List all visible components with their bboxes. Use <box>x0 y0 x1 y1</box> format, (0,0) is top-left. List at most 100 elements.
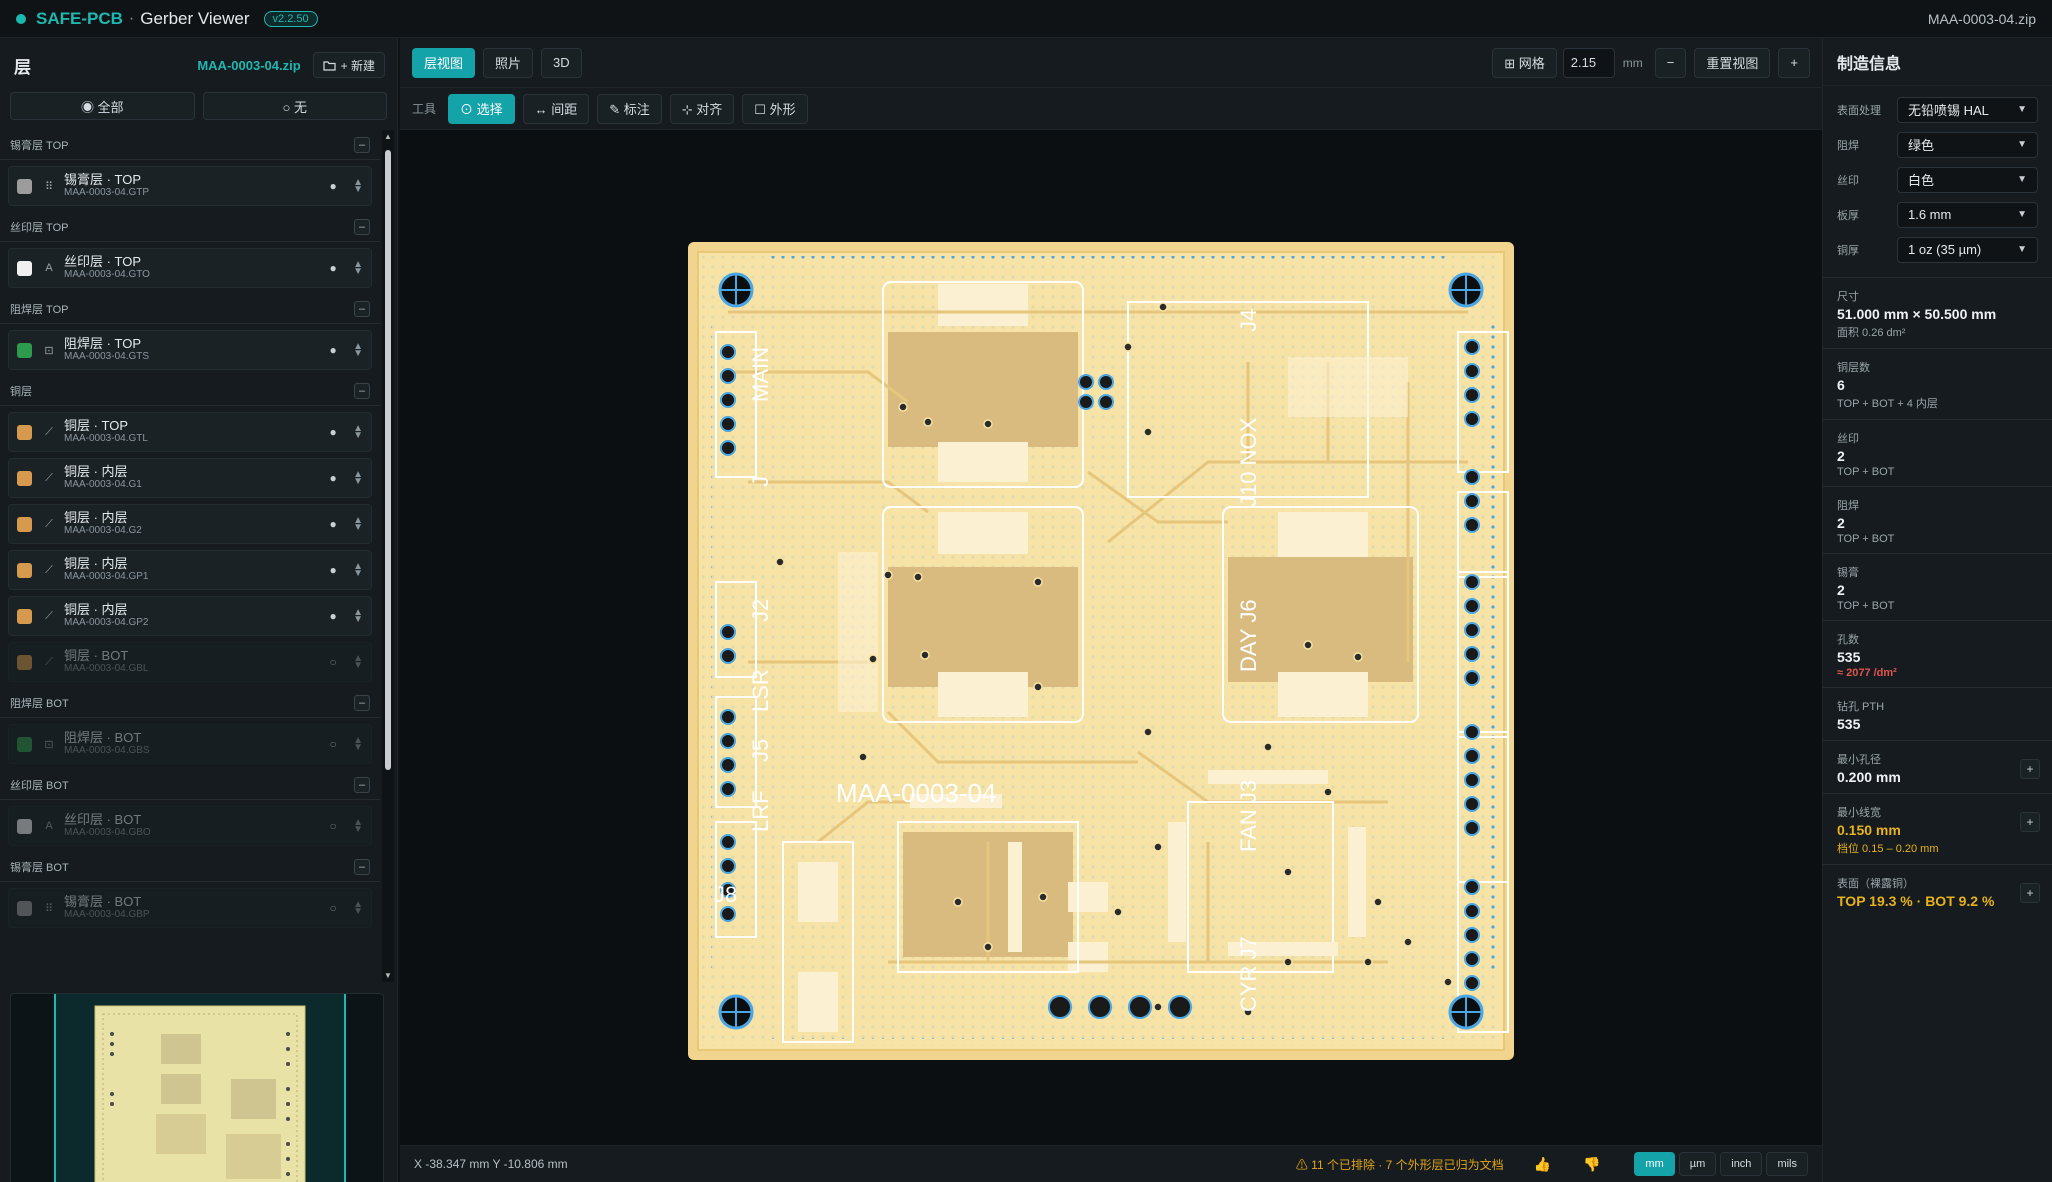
layer-reorder-handle-icon[interactable]: ▲▼ <box>353 177 363 195</box>
tool-align-button[interactable]: ⊹ 对齐 <box>669 93 735 124</box>
pcb-canvas[interactable]: MAA-0003-04 MAIN J4 J10 NOX DAY J6 FAN J… <box>400 130 1822 1145</box>
unit-inch-button[interactable]: inch <box>1720 1152 1763 1176</box>
layer-color-swatch[interactable] <box>17 516 32 532</box>
layer-color-swatch[interactable] <box>17 562 32 578</box>
stat-pth: 钻孔 PTH 535 <box>1823 688 2052 741</box>
layer-color-swatch[interactable] <box>17 470 32 486</box>
tool-outline-button[interactable]: ☐ 外形 <box>742 93 808 124</box>
collapse-group-button[interactable]: – <box>354 858 370 875</box>
layer-reorder-handle-icon[interactable]: ▲▼ <box>353 817 363 835</box>
new-project-button[interactable]: + 新建 <box>312 52 385 78</box>
layer-color-swatch[interactable] <box>17 178 32 194</box>
feedback-icons[interactable]: 👍 👎 <box>1533 1155 1615 1172</box>
layer-color-swatch[interactable] <box>17 736 32 752</box>
layer-visibility-toggle[interactable]: ○ <box>329 737 337 751</box>
scrollbar-thumb[interactable] <box>385 150 391 770</box>
stat-silk-detail: TOP + BOT <box>1837 466 1895 478</box>
layer-reorder-handle-icon[interactable]: ▲▼ <box>353 561 363 579</box>
layer-color-swatch[interactable] <box>17 654 32 670</box>
expand-surface-button[interactable]: + <box>2020 883 2040 903</box>
layer-color-swatch[interactable] <box>17 424 32 440</box>
exclusion-warning[interactable]: ⚠ 11 个已排除 · 7 个外形层已归为文档 <box>1295 1157 1504 1172</box>
unit-mils-button[interactable]: mils <box>1766 1152 1808 1176</box>
filter-none-button[interactable]: ○ 无 <box>202 92 387 120</box>
layer-visibility-toggle[interactable]: ● <box>329 517 337 531</box>
fab-option-select[interactable]: 绿色▼ <box>1897 131 2038 158</box>
collapse-group-button[interactable]: – <box>354 694 370 711</box>
tab-layer-view[interactable]: 层视图 <box>412 47 476 78</box>
unit-um-button[interactable]: µm <box>1678 1152 1717 1176</box>
layer-visibility-toggle[interactable]: ● <box>329 609 337 623</box>
tab-photo-view[interactable]: 照片 <box>483 47 534 78</box>
fab-option-select[interactable]: 无铅喷锡 HAL▼ <box>1897 96 2038 123</box>
collapse-group-button[interactable]: – <box>354 136 370 153</box>
reset-view-button[interactable]: 重置视图 <box>1694 47 1771 78</box>
layer-reorder-handle-icon[interactable]: ▲▼ <box>353 423 363 441</box>
layer-visibility-toggle[interactable]: ● <box>329 179 337 193</box>
layer-color-swatch[interactable] <box>17 818 32 834</box>
fab-option-select[interactable]: 白色▼ <box>1897 166 2038 193</box>
zoom-in-button[interactable]: + <box>1778 47 1810 78</box>
fab-option-select[interactable]: 1.6 mm▼ <box>1897 201 2038 228</box>
collapse-group-button[interactable]: – <box>354 300 370 317</box>
layer-reorder-handle-icon[interactable]: ▲▼ <box>353 899 363 917</box>
layer-reorder-handle-icon[interactable]: ▲▼ <box>353 735 363 753</box>
tool-select-button[interactable]: ⊙ 选择 <box>448 93 515 124</box>
scroll-up-icon[interactable]: ▲ <box>384 132 392 141</box>
grid-toggle-button[interactable]: ⊞ 网格 <box>1492 47 1557 78</box>
layer-visibility-toggle[interactable]: ● <box>329 563 337 577</box>
layer-visibility-toggle[interactable]: ● <box>329 471 337 485</box>
tools-toolbar: 工具 ⊙ 选择 ↔ 间距 ✎ 标注 ⊹ 对齐 ☐ 外形 <box>400 88 1822 130</box>
layer-reorder-handle-icon[interactable]: ▲▼ <box>353 259 363 277</box>
mounting-holes <box>718 272 1484 1030</box>
scroll-down-icon[interactable]: ▼ <box>384 971 392 980</box>
layer-color-swatch[interactable] <box>17 900 32 916</box>
layer-color-swatch[interactable] <box>17 608 32 624</box>
tool-distance-button[interactable]: ↔ 间距 <box>522 93 590 124</box>
layer-visibility-toggle[interactable]: ○ <box>329 819 337 833</box>
tool-annotate-button[interactable]: ✎ 标注 <box>597 93 662 124</box>
zoom-out-button[interactable]: − <box>1654 47 1687 78</box>
layer-visibility-toggle[interactable]: ● <box>329 425 337 439</box>
layer-color-swatch[interactable] <box>17 342 32 358</box>
new-project-label: + 新建 <box>340 58 375 73</box>
unit-mm-button[interactable]: mm <box>1634 1152 1675 1176</box>
layer-color-swatch[interactable] <box>17 260 32 276</box>
collapse-group-button[interactable]: – <box>354 776 370 793</box>
fab-option-select[interactable]: 1 oz (35 µm)▼ <box>1897 236 2038 263</box>
grid-size-input[interactable]: 2.15 <box>1562 47 1615 78</box>
layer-visibility-toggle[interactable]: ● <box>329 343 337 357</box>
expand-min-hole-button[interactable]: + <box>2020 759 2040 779</box>
layer-list-scrollbar[interactable]: ▲ ▼ <box>382 130 394 982</box>
collapse-group-button[interactable]: – <box>354 218 370 235</box>
layer-reorder-handle-icon[interactable]: ▲▼ <box>353 607 363 625</box>
board-minimap[interactable] <box>10 993 384 1182</box>
layer-visibility-toggle[interactable]: ● <box>329 261 337 275</box>
layer-reorder-handle-icon[interactable]: ▲▼ <box>353 653 363 671</box>
stat-copper-detail: TOP + BOT + 4 内层 <box>1837 398 1938 410</box>
layer-reorder-handle-icon[interactable]: ▲▼ <box>353 515 363 533</box>
layer-visibility-toggle[interactable]: ○ <box>329 655 337 669</box>
filter-all-button[interactable]: ◉ 全部 <box>10 92 195 120</box>
collapse-group-button[interactable]: – <box>354 382 370 399</box>
expand-min-line-button[interactable]: + <box>2020 812 2040 832</box>
layer-reorder-handle-icon[interactable]: ▲▼ <box>353 469 363 487</box>
layer-visibility-toggle[interactable]: ○ <box>329 901 337 915</box>
layer-reorder-handle-icon[interactable]: ▲▼ <box>353 341 363 359</box>
pcb-board[interactable]: MAA-0003-04 MAIN J4 J10 NOX DAY J6 FAN J… <box>688 242 1514 1060</box>
tab-3d-view[interactable]: 3D <box>541 47 582 78</box>
